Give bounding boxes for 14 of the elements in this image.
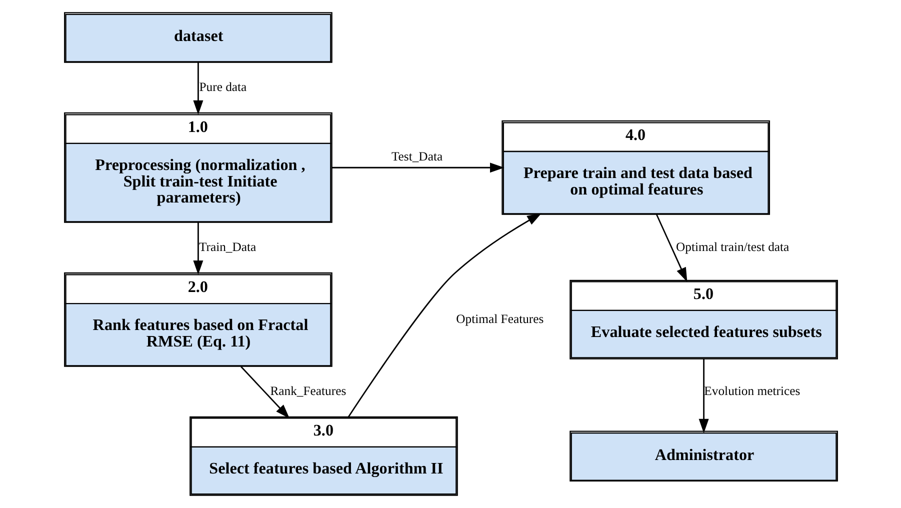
edge-label: Optimal Features [456,312,544,326]
edge-label: Evolution metrices [704,384,800,398]
arrow [240,366,290,418]
edge-label: Rank_Features [270,384,346,398]
arrow [192,222,203,275]
edge-label: Optimal train/test data [676,240,789,254]
edge-label: Train_Data [198,240,256,254]
arrow [331,162,504,173]
arrow [655,214,687,282]
arrow [348,213,542,418]
arrow [698,358,708,434]
edge-label: Pure data [198,80,246,94]
arrow [192,62,203,115]
edge-label: Test_Data [390,149,442,164]
